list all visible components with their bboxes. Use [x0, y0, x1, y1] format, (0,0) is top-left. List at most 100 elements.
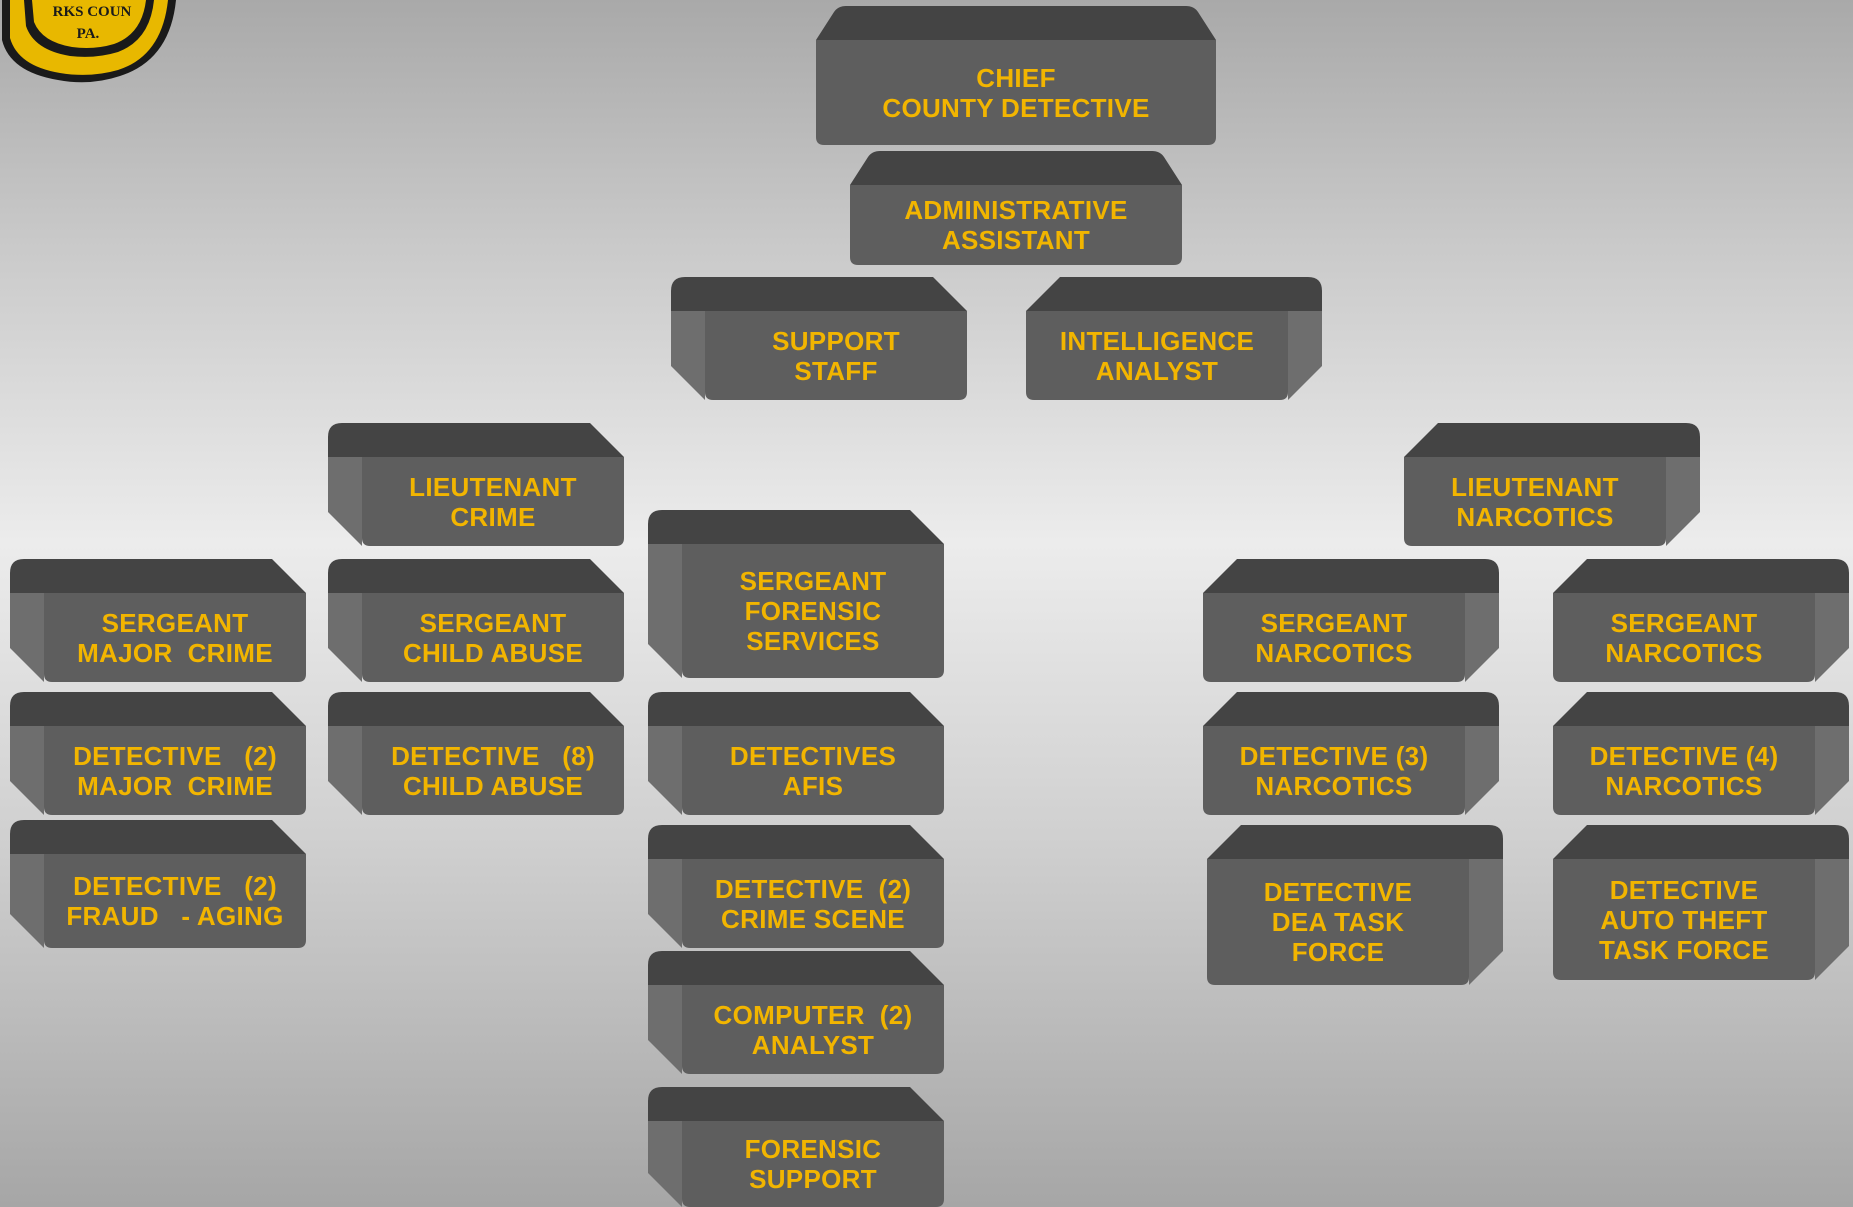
box-label-line: DETECTIVE (2)	[714, 873, 912, 904]
box-shape	[1207, 825, 1503, 985]
box-shape	[1026, 277, 1322, 400]
box-label-line: FRAUD - AGING	[66, 901, 284, 931]
box-label-line: MAJOR CRIME	[77, 770, 273, 801]
box-shape	[10, 820, 306, 948]
box-label-line: ASSISTANT	[941, 225, 1091, 255]
box-det-child-abuse: DETECTIVE (8)CHILD ABUSE	[328, 692, 624, 815]
box-label-line: AFIS	[782, 770, 844, 801]
box-label-line: NARCOTICS	[1456, 501, 1614, 532]
box-label-line: COUNTY DETECTIVE	[882, 92, 1150, 123]
box-label: DETECTIVE (2)MAJOR CRIME	[44, 726, 306, 815]
box-shape	[648, 825, 944, 948]
box-det-narcotics-4: DETECTIVE (4)NARCOTICS	[1553, 692, 1849, 815]
box-label-line: SERVICES	[746, 626, 880, 656]
box-shape	[648, 951, 944, 1074]
box-label-line: CHILD ABUSE	[402, 637, 583, 668]
box-shape	[850, 151, 1182, 265]
box-label-line: TASK FORCE	[1598, 934, 1770, 965]
box-label: DETECTIVE (3)NARCOTICS	[1203, 726, 1465, 815]
box-label-line: DETECTIVE (2)	[73, 740, 277, 771]
box-label: DETECTIVE (2)CRIME SCENE	[682, 859, 944, 948]
box-shape	[328, 423, 624, 546]
box-label-line: SERGEANT	[1260, 607, 1408, 638]
seal-text-top: RKS COUN	[53, 4, 132, 20]
box-label-line: CHIEF	[976, 62, 1056, 93]
box-label-line: FORENSIC	[744, 596, 882, 626]
box-label-line: DETECTIVES	[729, 740, 897, 771]
box-label: DETECTIVE (2)FRAUD - AGING	[44, 854, 306, 948]
box-label-line: SERGEANT	[1610, 607, 1758, 638]
box-label: COMPUTER (2)ANALYST	[682, 985, 944, 1074]
box-label-line: INTELLIGENCE	[1059, 325, 1255, 356]
box-label-line: SUPPORT	[772, 325, 900, 356]
box-label-line: NARCOTICS	[1255, 770, 1413, 801]
box-label-line: SUPPORT	[749, 1164, 877, 1194]
box-label-line: DETECTIVE (4)	[1589, 740, 1779, 771]
box-det-major-crime: DETECTIVE (2)MAJOR CRIME	[10, 692, 306, 815]
box-shape	[648, 1087, 944, 1207]
box-label-line: NARCOTICS	[1255, 637, 1413, 668]
box-shape	[1203, 692, 1499, 815]
box-label-line: CRIME SCENE	[721, 903, 905, 934]
box-label-line: ANALYST	[1095, 355, 1219, 386]
box-label-line: NARCOTICS	[1605, 637, 1763, 668]
box-label-line: COMPUTER (2)	[713, 999, 913, 1030]
box-label: DETECTIVE (8)CHILD ABUSE	[362, 726, 624, 815]
box-det-narcotics-3: DETECTIVE (3)NARCOTICS	[1203, 692, 1499, 815]
box-label-line: SERGEANT	[419, 607, 567, 638]
box-computer-analyst: COMPUTER (2)ANALYST	[648, 951, 944, 1074]
box-label-line: CRIME	[450, 501, 536, 532]
box-label: DETECTIVE (4)NARCOTICS	[1553, 726, 1815, 815]
box-label-line: DEA TASK	[1271, 907, 1405, 937]
box-label-line: STAFF	[794, 355, 878, 386]
box-shape	[671, 277, 967, 400]
box-label-line: DETECTIVE	[1609, 874, 1759, 905]
box-det-crime-scene: DETECTIVE (2)CRIME SCENE	[648, 825, 944, 948]
box-label-line: DETECTIVE	[1263, 877, 1413, 907]
box-shape	[648, 692, 944, 815]
box-label-line: ANALYST	[751, 1029, 875, 1060]
box-shape	[10, 559, 306, 682]
box-shape	[328, 559, 624, 682]
county-seal-logo: RKS COUN PA.	[0, 0, 180, 95]
box-label-line: LIEUTENANT	[1451, 471, 1619, 502]
box-shape	[1553, 825, 1849, 980]
box-label-line: DETECTIVE (2)	[73, 871, 277, 901]
box-shape	[1553, 692, 1849, 815]
box-label-line: DETECTIVE (3)	[1239, 740, 1429, 771]
box-shape	[816, 6, 1216, 145]
box-shape	[10, 692, 306, 815]
box-shape	[1203, 559, 1499, 682]
box-det-fraud: DETECTIVE (2)FRAUD - AGING	[10, 820, 306, 948]
box-label-line: DETECTIVE (8)	[391, 740, 595, 771]
box-label-line: FORCE	[1291, 937, 1385, 967]
box-label-line: CHILD ABUSE	[402, 770, 583, 801]
